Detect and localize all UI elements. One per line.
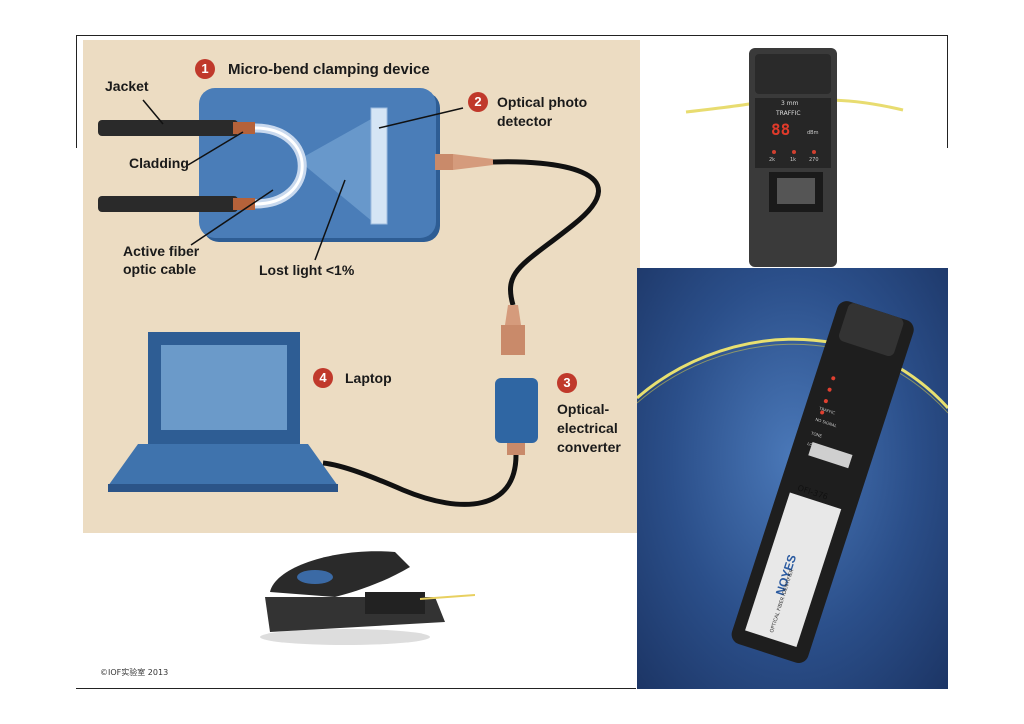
bottom-rule bbox=[76, 688, 636, 689]
diagram-illustration bbox=[83, 40, 640, 533]
step-1-badge: 1 bbox=[195, 59, 215, 79]
device-connector-tip bbox=[453, 154, 493, 170]
tester-head bbox=[755, 54, 831, 94]
active-fiber-label-line2: optic cable bbox=[123, 261, 196, 278]
converter-bottom-connector bbox=[507, 443, 525, 455]
fiber-jacket-top bbox=[98, 120, 238, 136]
traffic-tester-illustration bbox=[641, 40, 947, 267]
diagram-title: Micro-bend clamping device bbox=[228, 61, 430, 78]
fiber-right bbox=[826, 100, 903, 110]
cladding-label: Cladding bbox=[129, 155, 189, 172]
led-1 bbox=[772, 150, 776, 154]
clamp-device-illustration bbox=[245, 537, 475, 647]
detector-label-line1: Optical photo bbox=[497, 94, 587, 111]
tester-unit-label: dBm bbox=[807, 130, 818, 136]
optical-electrical-converter bbox=[495, 378, 538, 443]
converter-label-line2: electrical bbox=[557, 420, 618, 437]
converter-label-line3: converter bbox=[557, 439, 621, 456]
led-3 bbox=[812, 150, 816, 154]
tester-display: 88 bbox=[771, 120, 790, 139]
tester-size-label: 3 mm bbox=[781, 100, 798, 107]
left-rule bbox=[76, 35, 77, 148]
noyes-identifier-photo: OFI-376 NOYES OPTICAL FIBER IDENTIFIER T… bbox=[637, 268, 948, 689]
converter-label-line1: Optical- bbox=[557, 401, 609, 418]
lost-light-label: Lost light <1% bbox=[259, 262, 354, 279]
clamp-jaw bbox=[365, 592, 425, 614]
device-connector bbox=[435, 154, 453, 170]
step-3-badge: 3 bbox=[557, 373, 577, 393]
laptop-keyboard bbox=[108, 444, 338, 486]
tester-freq-3: 270 bbox=[809, 157, 819, 163]
laptop-label: Laptop bbox=[345, 370, 392, 387]
laptop-cable bbox=[323, 455, 516, 504]
laptop-screen bbox=[161, 345, 287, 430]
tester-freq-1: 2k bbox=[769, 157, 775, 163]
led-2 bbox=[792, 150, 796, 154]
noyes-identifier-illustration bbox=[637, 268, 948, 689]
identifier-device bbox=[729, 299, 916, 666]
clamp-device-photo bbox=[245, 537, 475, 647]
copyright-footer: ©IOF实验室 2013 bbox=[100, 667, 168, 678]
clamp-lid bbox=[270, 551, 410, 597]
cladding-top bbox=[233, 122, 255, 134]
tester-freq-2: 1k bbox=[790, 157, 796, 163]
traffic-tester-photo: 3 mm TRAFFIC 88 dBm 2k 1k 270 bbox=[641, 40, 947, 267]
top-rule bbox=[76, 35, 948, 36]
converter-connector-body bbox=[501, 325, 525, 355]
converter-connector-top bbox=[505, 305, 521, 325]
clamp-badge bbox=[297, 570, 333, 584]
laptop-base bbox=[108, 484, 338, 492]
detector-cable bbox=[493, 162, 598, 305]
fiber-jacket-bottom bbox=[98, 196, 238, 212]
detector-label-line2: detector bbox=[497, 113, 552, 130]
tester-traffic-label: TRAFFIC bbox=[776, 110, 801, 117]
step-4-badge: 4 bbox=[313, 368, 333, 388]
right-rule bbox=[947, 35, 948, 148]
active-fiber-label-line1: Active fiber bbox=[123, 243, 199, 260]
micro-bend-diagram: 1 Micro-bend clamping device Jacket Clad… bbox=[83, 40, 640, 533]
jacket-label: Jacket bbox=[105, 78, 149, 95]
photo-detector-plate bbox=[371, 108, 387, 224]
clamp-shadow bbox=[260, 629, 430, 645]
step-2-badge: 2 bbox=[468, 92, 488, 112]
tester-button bbox=[777, 178, 815, 204]
